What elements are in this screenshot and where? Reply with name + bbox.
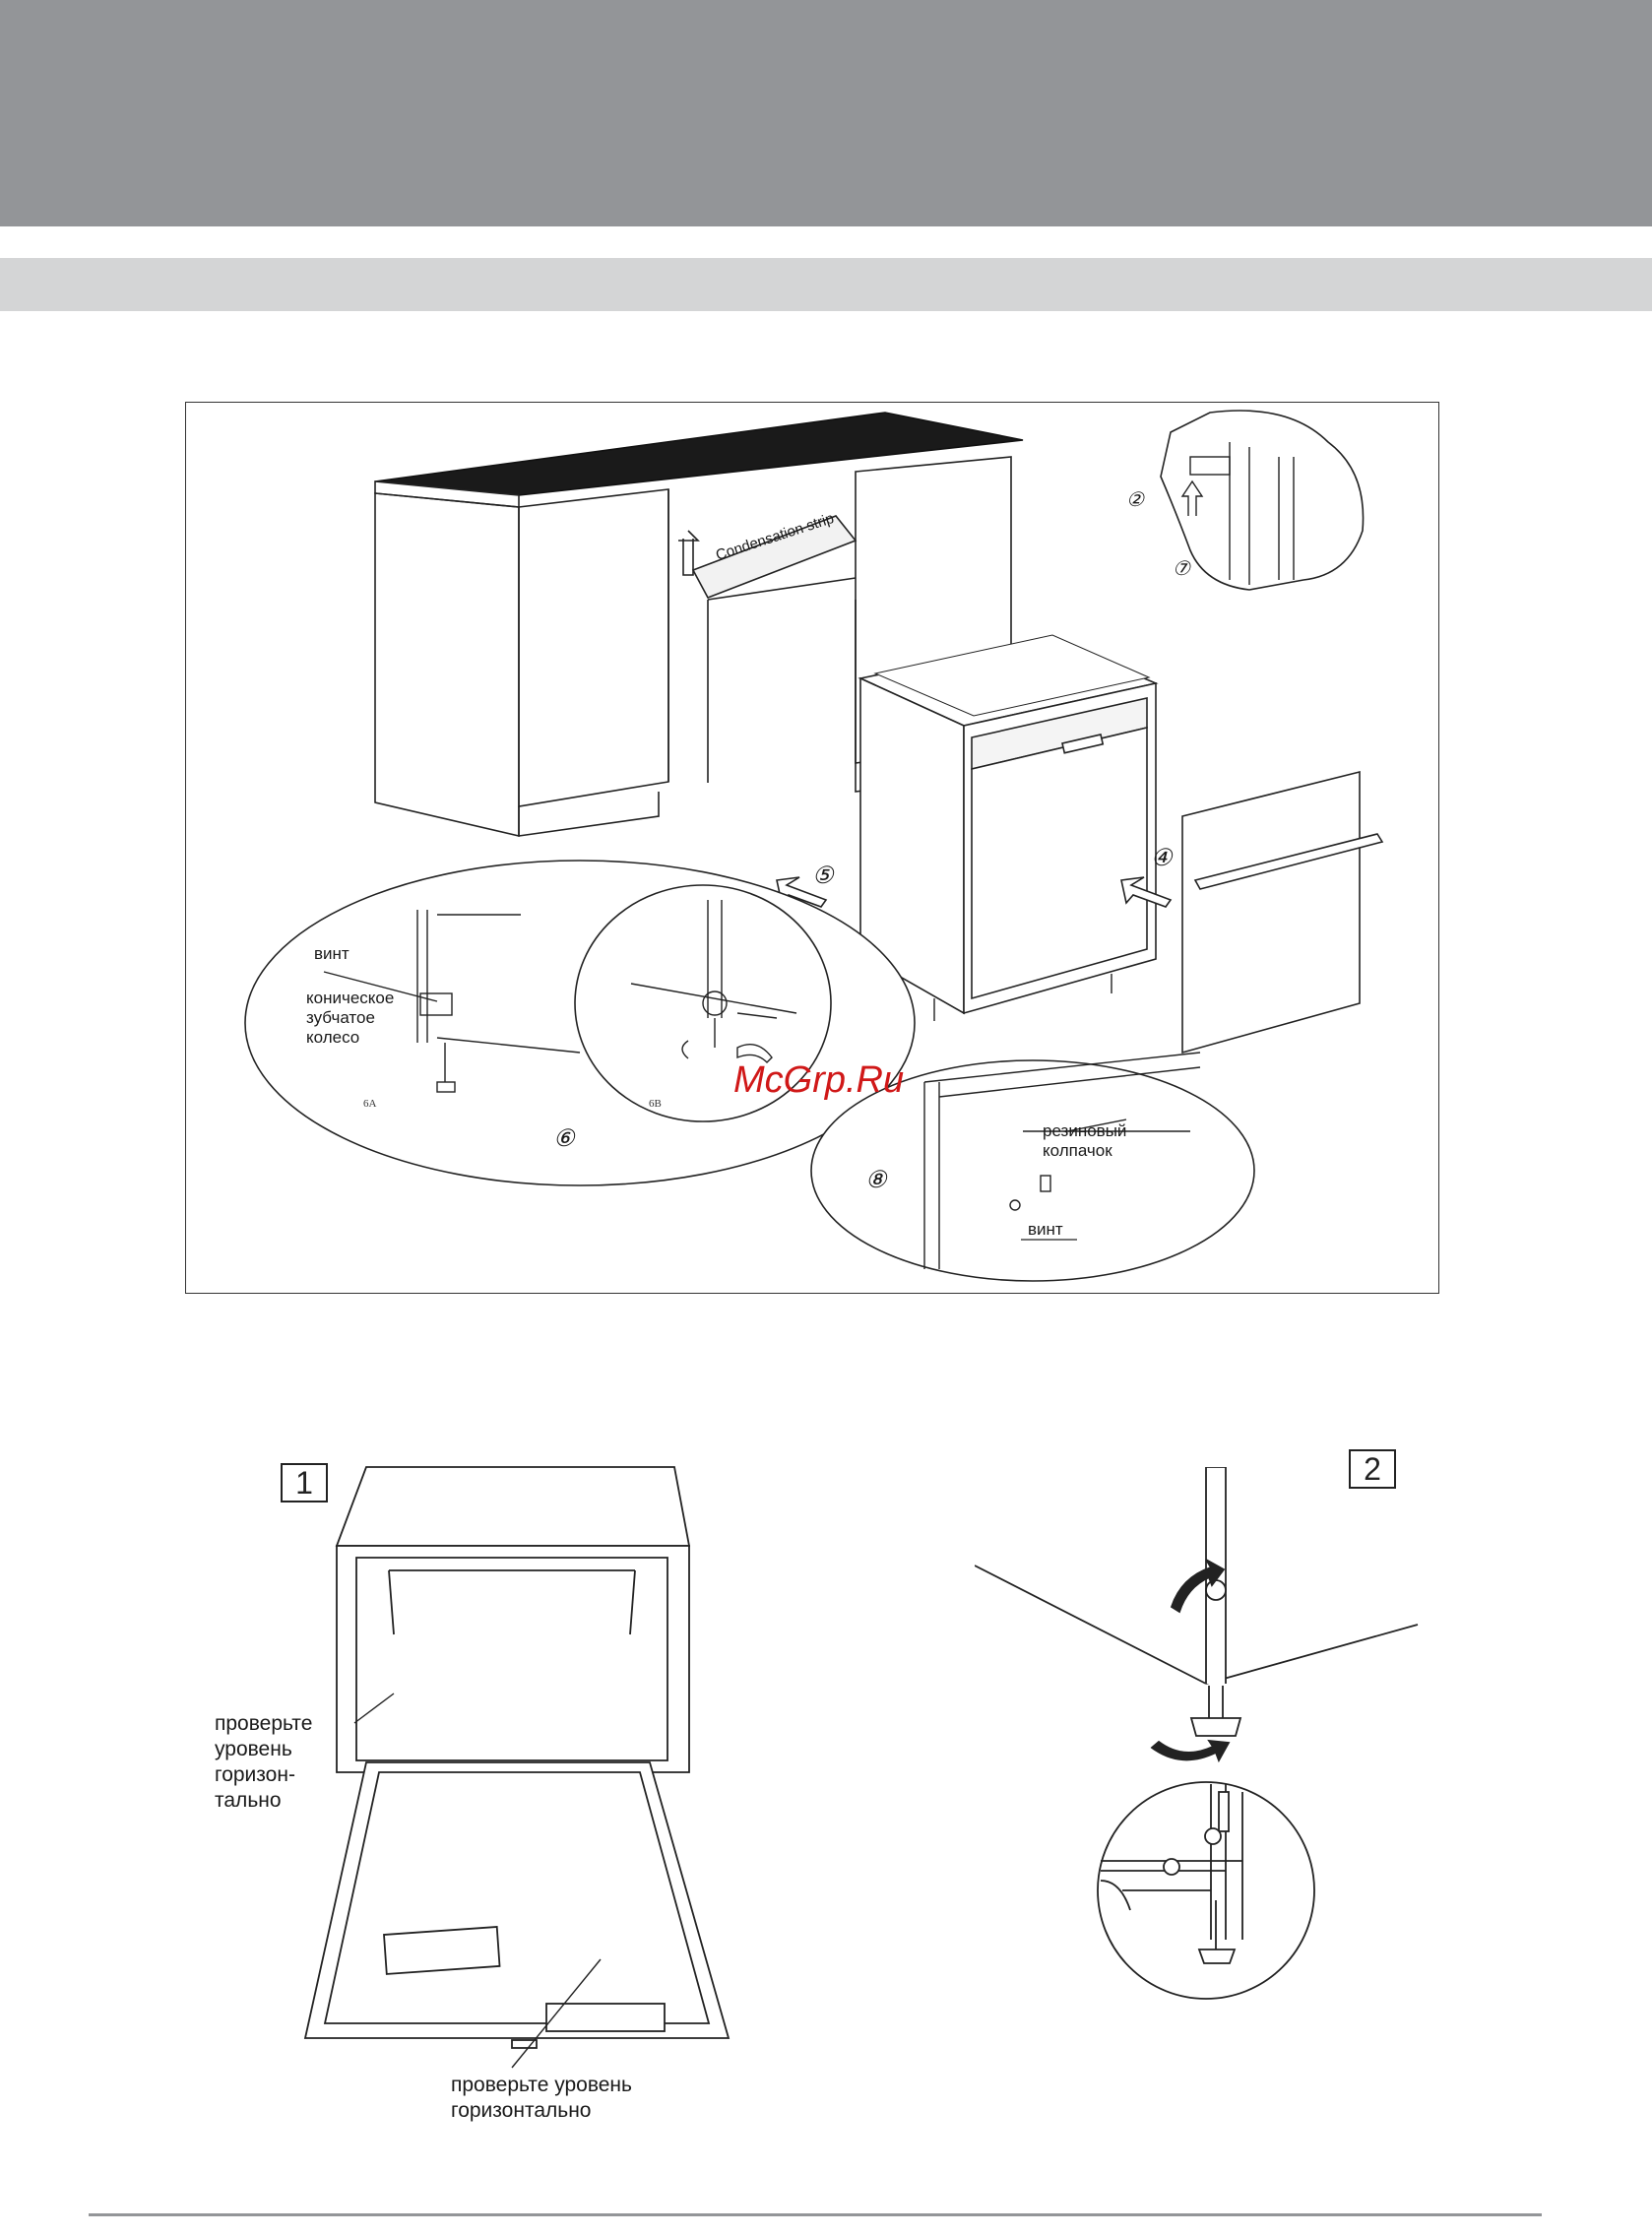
gear-label-line-3: колесо (306, 1028, 359, 1047)
cap-label-line-2: колпачок (1043, 1141, 1112, 1160)
decor-panel (1182, 772, 1382, 1053)
left-cabinet (375, 493, 519, 836)
step-4-marker: ④ (1151, 844, 1174, 871)
gear-label-line-2: зубчатое (306, 1008, 375, 1027)
step-2-marker: ② (1126, 487, 1145, 511)
sub-6b-label: 6B (649, 1098, 662, 1110)
step-5-marker: ⑤ (812, 862, 835, 889)
installation-drawing: Condensation strip ⑤ ④ ② ⑦ (186, 403, 1440, 1295)
installation-diagram: Condensation strip ⑤ ④ ② ⑦ (185, 402, 1439, 1294)
countertop (375, 413, 1023, 495)
check-level-bottom-note: проверьте уровень горизонтально (451, 2073, 632, 2124)
cap-label-line-1: резиновый (1043, 1121, 1126, 1140)
gear-label-line-1: коническое (306, 989, 394, 1007)
step-8-marker: ⑧ (865, 1166, 888, 1193)
step-7-marker: ⑦ (1173, 556, 1191, 580)
sub-6a-label: 6A (363, 1098, 377, 1110)
section-band (0, 258, 1652, 311)
check-level-side-note: проверьте уровень горизон- тально (215, 1711, 312, 1814)
watermark: McGrp.Ru (733, 1059, 904, 1101)
header-band (0, 0, 1652, 226)
leveling-section: 1 2 проверьте уровень горизон- тально пр… (0, 1398, 1652, 2186)
step-6-marker: ⑥ (553, 1124, 576, 1152)
figure-2-drawing (975, 1467, 1428, 2097)
leader-line (502, 1940, 640, 2077)
screw-label: винт (314, 944, 349, 963)
footer-rule (89, 2213, 1542, 2216)
screw-label-2: винт (1028, 1220, 1063, 1239)
detail-bracket-callout (1161, 411, 1364, 590)
dishwasher-unit (860, 635, 1156, 1013)
